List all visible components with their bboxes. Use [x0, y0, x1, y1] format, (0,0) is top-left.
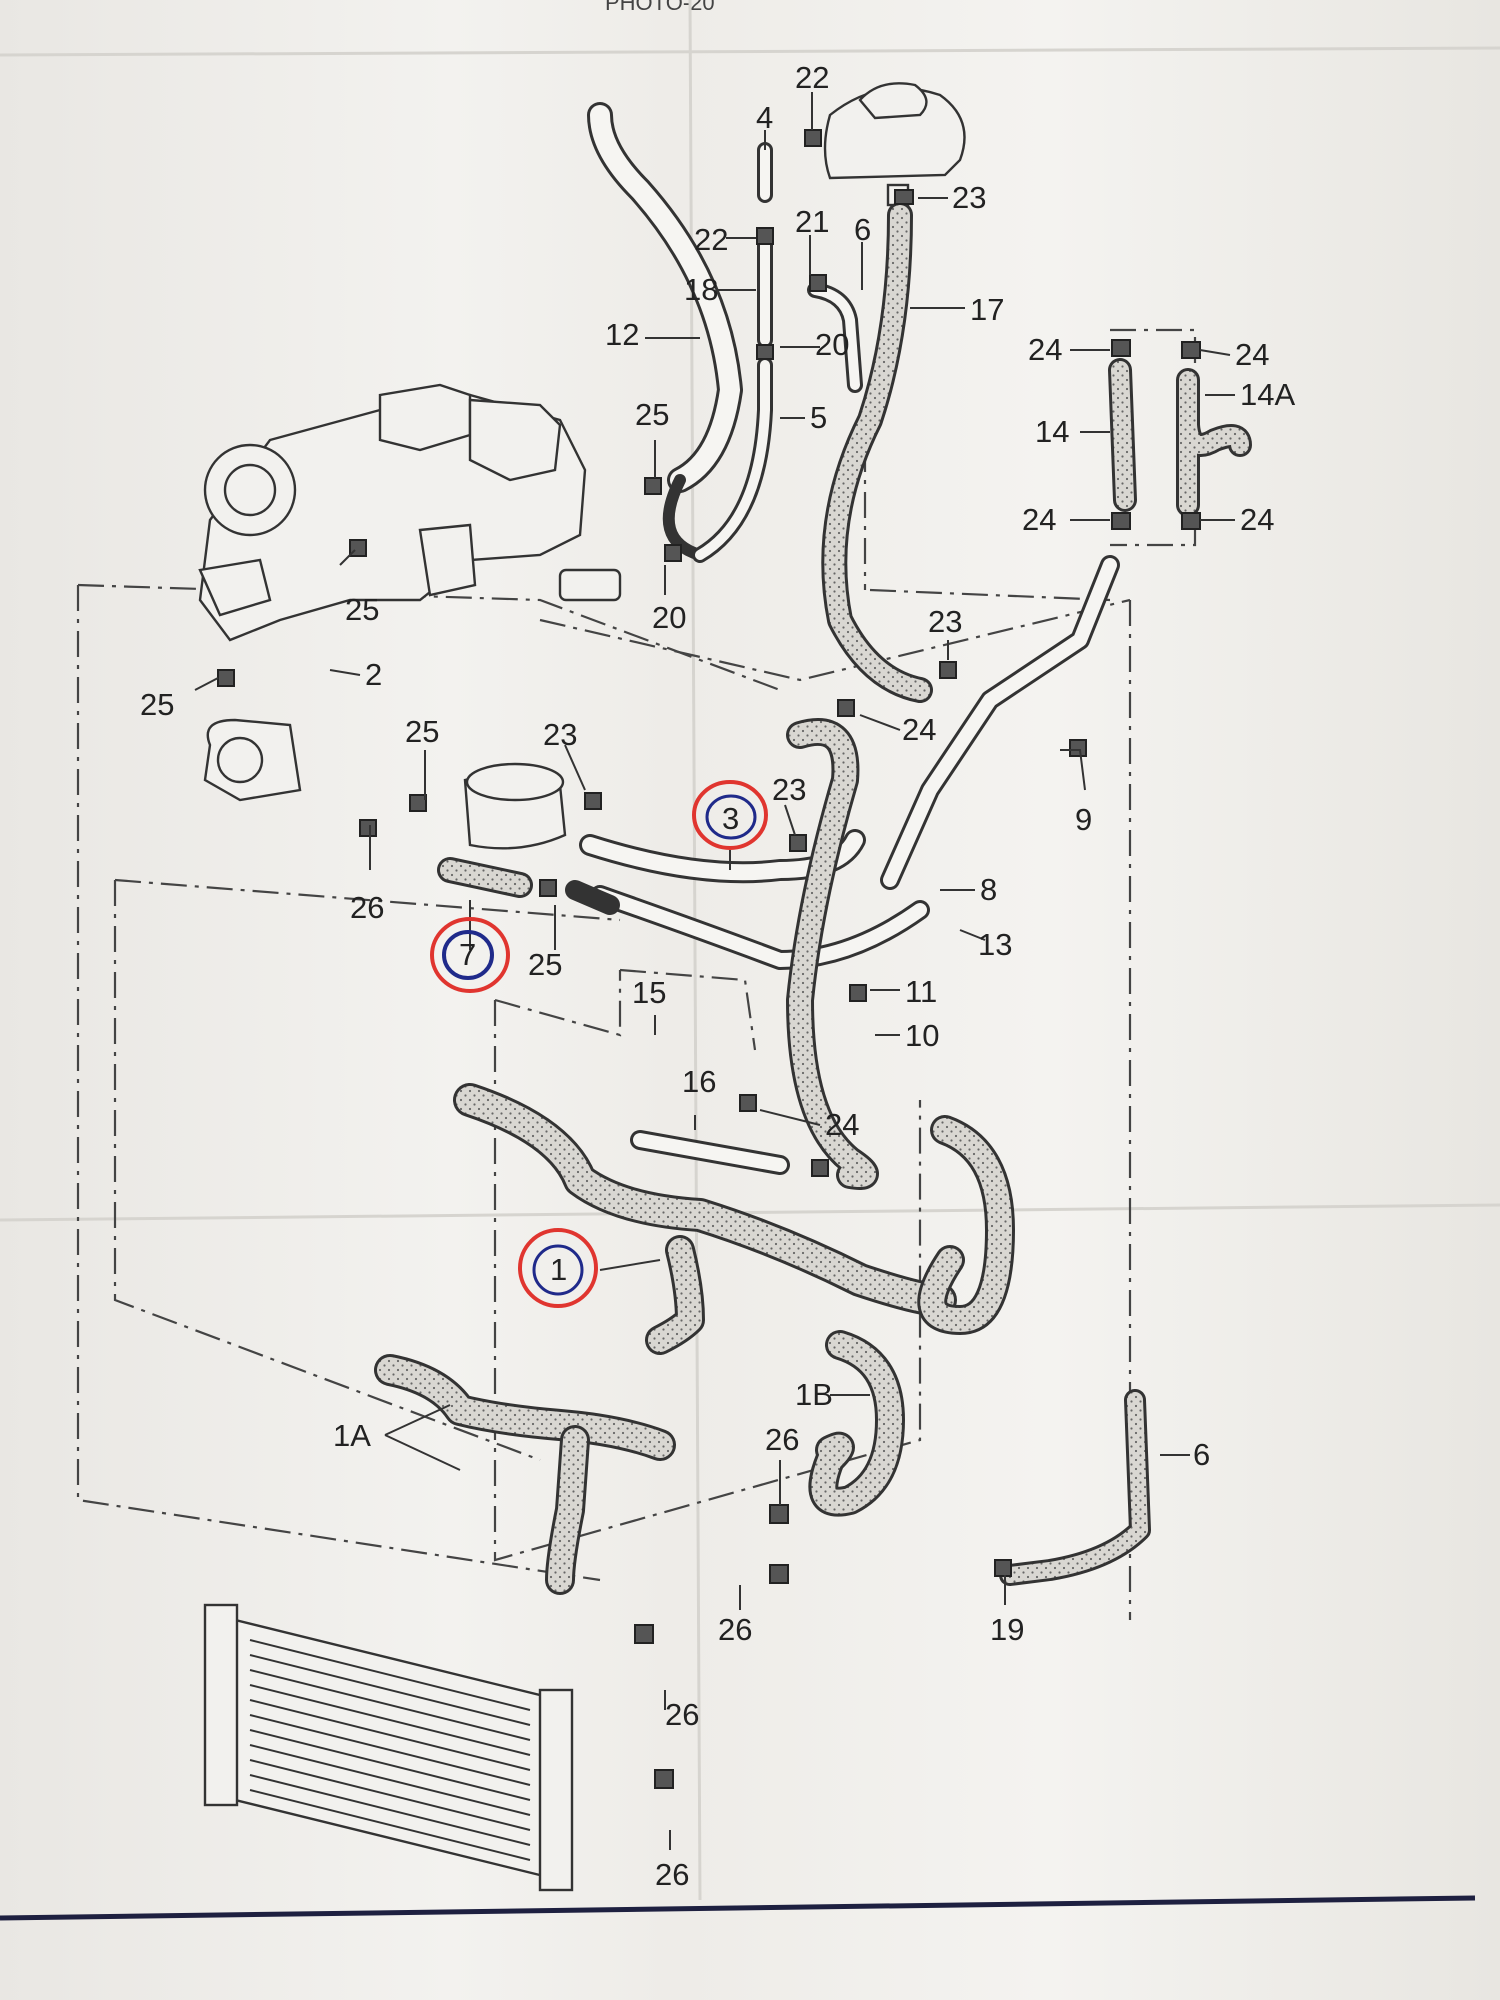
label-26-e: 26 — [655, 1857, 689, 1892]
label-26-b: 26 — [765, 1422, 799, 1457]
label-1: 1 — [550, 1252, 567, 1287]
handwritten-markings — [430, 780, 768, 1308]
label-23-mid: 23 — [928, 604, 962, 639]
label-9: 9 — [1075, 802, 1092, 837]
hose-clamps — [217, 129, 1201, 1789]
label-10: 10 — [905, 1018, 939, 1053]
label-18: 18 — [684, 272, 718, 307]
red-circle-1 — [518, 1228, 598, 1308]
hose-lines — [374, 102, 1252, 1595]
leader-lines — [194, 92, 1235, 1850]
label-11: 11 — [905, 974, 937, 1009]
label-6-right: 6 — [1193, 1437, 1210, 1472]
engine-block — [198, 383, 622, 802]
fold-middle — [0, 1203, 1500, 1222]
header-text: PHOTO-20 — [605, 0, 715, 15]
bottom-rule — [0, 1895, 1476, 1921]
label-5: 5 — [810, 400, 827, 435]
label-6-top: 6 — [854, 212, 871, 247]
red-circle-7 — [430, 917, 510, 993]
label-20-mid: 20 — [652, 600, 686, 635]
label-16: 16 — [682, 1064, 716, 1099]
label-24-f: 24 — [825, 1107, 859, 1142]
label-14: 14 — [1035, 414, 1069, 449]
label-1a: 1A — [333, 1418, 371, 1453]
label-24-e: 24 — [902, 712, 936, 747]
label-3: 3 — [722, 801, 739, 836]
label-25-c: 25 — [140, 687, 174, 722]
label-8: 8 — [980, 872, 997, 907]
fold-vertical — [688, 0, 702, 1901]
label-20-top: 20 — [815, 327, 849, 362]
label-24-a: 24 — [1028, 332, 1062, 367]
label-15: 15 — [632, 975, 666, 1010]
label-24-b: 24 — [1235, 337, 1269, 372]
label-25-a: 25 — [635, 397, 669, 432]
label-26-d: 26 — [665, 1697, 699, 1732]
radiator — [203, 1603, 574, 1892]
expansion-tank — [823, 82, 966, 207]
label-24-d: 24 — [1240, 502, 1274, 537]
label-25-d: 25 — [405, 714, 439, 749]
label-24-c: 24 — [1022, 502, 1056, 537]
label-25-e: 25 — [528, 947, 562, 982]
label-23-e: 23 — [543, 717, 577, 752]
label-22-top: 22 — [795, 60, 829, 95]
blue-circle-7 — [442, 930, 494, 980]
label-26-c: 26 — [718, 1612, 752, 1647]
label-12: 12 — [605, 317, 639, 352]
label-17: 17 — [970, 292, 1004, 327]
label-13: 13 — [978, 927, 1012, 962]
blue-circle-1 — [532, 1244, 584, 1296]
label-4: 4 — [756, 100, 773, 135]
part-labels: 22 4 23 22 21 6 18 17 12 20 24 24 14A 14… — [140, 60, 1295, 1892]
label-26-a: 26 — [350, 890, 384, 925]
red-circle-3 — [692, 780, 768, 850]
label-22-mid: 22 — [694, 222, 728, 257]
label-19: 19 — [990, 1612, 1024, 1647]
label-23-top: 23 — [952, 180, 986, 215]
blue-circle-3 — [705, 794, 757, 840]
label-1b: 1B — [795, 1377, 833, 1412]
label-21: 21 — [795, 204, 829, 239]
label-7: 7 — [459, 937, 476, 972]
label-2: 2 — [365, 657, 382, 692]
label-23-f: 23 — [772, 772, 806, 807]
label-14a: 14A — [1240, 377, 1295, 412]
fold-top — [0, 46, 1500, 57]
label-25-b: 25 — [345, 592, 379, 627]
thermostat-housing — [463, 762, 567, 850]
